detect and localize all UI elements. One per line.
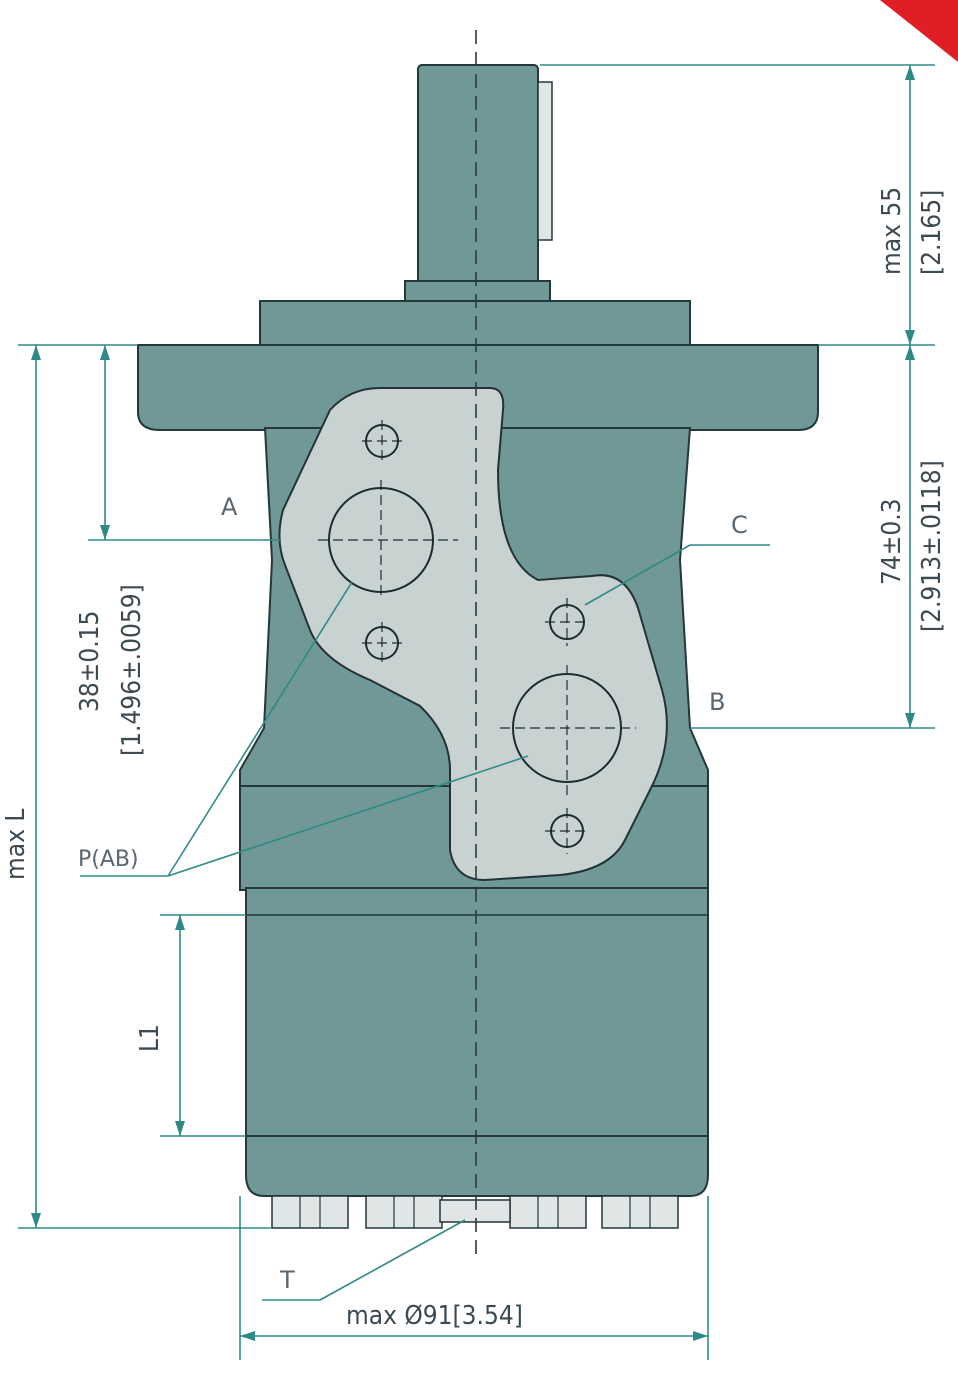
dim-section-length: L1 xyxy=(135,1024,165,1052)
shaft-collar xyxy=(404,280,551,304)
dim-a-offset: 38±0.15 xyxy=(75,611,105,712)
bolt-head xyxy=(271,1195,349,1229)
bolt-head xyxy=(601,1195,679,1229)
port-a-label: A xyxy=(221,493,238,521)
dim-b-offset: 74±0.3 xyxy=(877,498,907,585)
dim-a-offset-in: [1.496±.0059] xyxy=(117,584,147,756)
dim-body-diameter: max Ø91[3.54] xyxy=(346,1301,523,1331)
t-port-plug xyxy=(439,1199,511,1223)
port-t-label: T xyxy=(279,1266,295,1294)
port-p-label: P(AB) xyxy=(78,847,139,872)
dim-shaft-length: max 55 xyxy=(877,187,907,275)
bolt-head xyxy=(365,1195,443,1229)
shaft-key xyxy=(537,81,553,241)
bolt-head xyxy=(509,1195,587,1229)
gerotor-section xyxy=(245,887,709,1139)
dim-b-offset-in: [2.913±.0118] xyxy=(917,460,947,632)
corner-accent xyxy=(880,0,958,62)
end-cover xyxy=(245,1135,709,1197)
shaft xyxy=(417,64,539,284)
dim-total-length: max L xyxy=(1,809,31,880)
mounting-pilot xyxy=(259,300,691,346)
bolt-heads xyxy=(271,1195,679,1229)
port-c-label: C xyxy=(731,511,748,539)
dim-shaft-length-in: [2.165] xyxy=(917,190,947,275)
port-b-label: B xyxy=(709,688,725,716)
